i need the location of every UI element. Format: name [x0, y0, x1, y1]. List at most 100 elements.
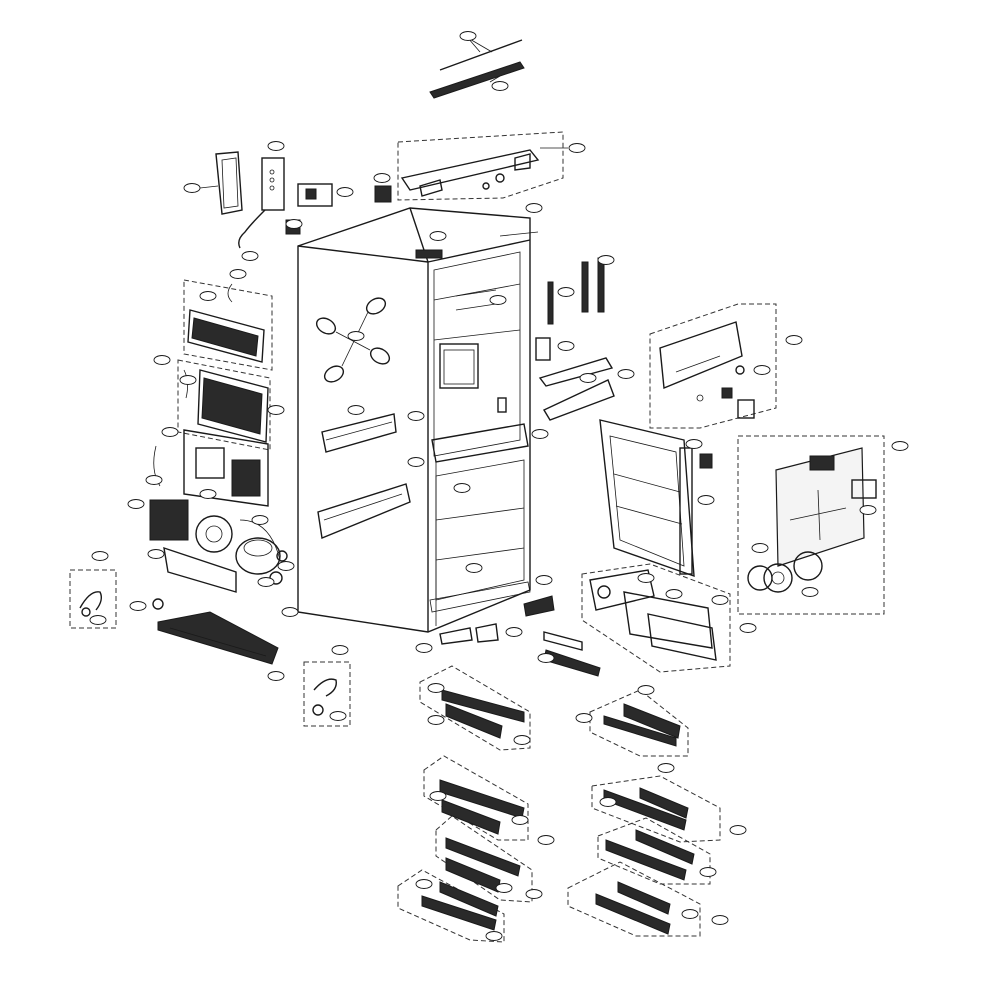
- left-evaporator-group: [153, 279, 273, 507]
- callout-bubble: [525, 889, 543, 899]
- callout-bubble: [685, 439, 703, 449]
- callout-bubble: [711, 915, 729, 925]
- callout-bubble: [557, 341, 575, 351]
- callout-bubble: [459, 31, 477, 41]
- callout-bubble: [859, 505, 877, 515]
- callout-bubble: [183, 183, 201, 193]
- top-trim-parts: [429, 37, 525, 99]
- callout-bubble: [427, 683, 445, 693]
- callout-bubble: [179, 375, 197, 385]
- callout-bubble: [785, 335, 803, 345]
- callout-bubble: [199, 291, 217, 301]
- callout-bubble: [145, 475, 163, 485]
- callout-bubble: [681, 909, 699, 919]
- callout-bubble: [711, 595, 729, 605]
- dispenser-housing: [599, 419, 713, 578]
- callout-bubble: [657, 763, 675, 773]
- compressor-assembly: [149, 499, 288, 593]
- callout-bubble: [453, 483, 471, 493]
- callout-bubble: [537, 653, 555, 663]
- callout-bubble: [415, 879, 433, 889]
- callout-bubble: [751, 543, 769, 553]
- callout-bubble: [739, 623, 757, 633]
- callout-bubble: [511, 815, 529, 825]
- callout-bubble: [129, 601, 147, 611]
- callout-bubble: [285, 219, 303, 229]
- callout-bubble: [267, 671, 285, 681]
- callout-bubble: [729, 825, 747, 835]
- callout-bubble: [267, 141, 285, 151]
- callout-bubble: [505, 627, 523, 637]
- callout-bubble: [599, 797, 617, 807]
- callout-bubble: [697, 495, 715, 505]
- callout-bubble: [535, 575, 553, 585]
- drawer-rail-set-2: [589, 689, 689, 757]
- drawer-rail-set-6: [597, 817, 711, 885]
- drawer-rail-set-8: [567, 861, 701, 937]
- callout-bubble: [801, 587, 819, 597]
- callout-bubble: [568, 143, 586, 153]
- upper-left-small-parts: [199, 151, 392, 249]
- callout-bubble: [91, 551, 109, 561]
- callout-bubble: [347, 405, 365, 415]
- callout-bubble: [415, 643, 433, 653]
- callout-bubble: [537, 835, 555, 845]
- bottom-hardware: [439, 595, 601, 677]
- callout-bubble: [147, 549, 165, 559]
- callout-bubble: [495, 883, 513, 893]
- callout-bubble: [407, 457, 425, 467]
- callout-bubble: [241, 251, 259, 261]
- callout-bubble: [637, 573, 655, 583]
- machine-cover: [133, 598, 279, 665]
- callout-bubble: [597, 255, 615, 265]
- callout-bubble: [617, 369, 635, 379]
- callout-bubble: [257, 577, 275, 587]
- callout-bubble: [753, 365, 771, 375]
- center-wire-harness-box: [303, 661, 351, 727]
- callout-bubble: [267, 405, 285, 415]
- callout-bubble: [251, 515, 269, 525]
- drawer-rail-set-7: [397, 869, 505, 943]
- callout-bubble: [513, 735, 531, 745]
- callout-bubble: [429, 231, 447, 241]
- callout-bubble: [329, 711, 347, 721]
- callout-bubble: [373, 173, 391, 183]
- callout-bubble: [489, 295, 507, 305]
- callout-bubble: [153, 355, 171, 365]
- callout-bubble: [89, 615, 107, 625]
- callout-bubble: [665, 589, 683, 599]
- callout-bubble: [407, 411, 425, 421]
- callout-bubble: [557, 287, 575, 297]
- callout-bubble: [485, 931, 503, 941]
- drawer-rail-set-5: [435, 815, 533, 903]
- control-panel-group: [649, 303, 777, 429]
- pcb-fan-group: [737, 435, 885, 615]
- right-cabinet-strips: [535, 257, 615, 421]
- callout-bubble: [331, 645, 349, 655]
- callout-bubble: [531, 429, 549, 439]
- evaporator-cover-group: [581, 563, 731, 673]
- callout-bubble: [699, 867, 717, 877]
- callout-bubble: [491, 81, 509, 91]
- callout-bubble: [891, 441, 909, 451]
- callout-bubble: [575, 713, 593, 723]
- callout-bubble: [347, 331, 365, 341]
- callout-bubble: [229, 269, 247, 279]
- callout-bubble: [465, 563, 483, 573]
- callout-bubble: [281, 607, 299, 617]
- callout-bubbles: [89, 31, 909, 941]
- callout-bubble: [579, 373, 597, 383]
- callout-bubble: [637, 685, 655, 695]
- top-hinge-cover-group: [397, 131, 568, 201]
- callout-bubble: [161, 427, 179, 437]
- callout-bubble: [429, 791, 447, 801]
- callout-bubble: [127, 499, 145, 509]
- callout-bubble: [336, 187, 354, 197]
- drawer-rail-set-4: [591, 775, 721, 843]
- left-wire-harness-box: [69, 569, 117, 629]
- door-bins: [317, 413, 411, 539]
- callout-bubble: [427, 715, 445, 725]
- callout-bubble: [199, 489, 217, 499]
